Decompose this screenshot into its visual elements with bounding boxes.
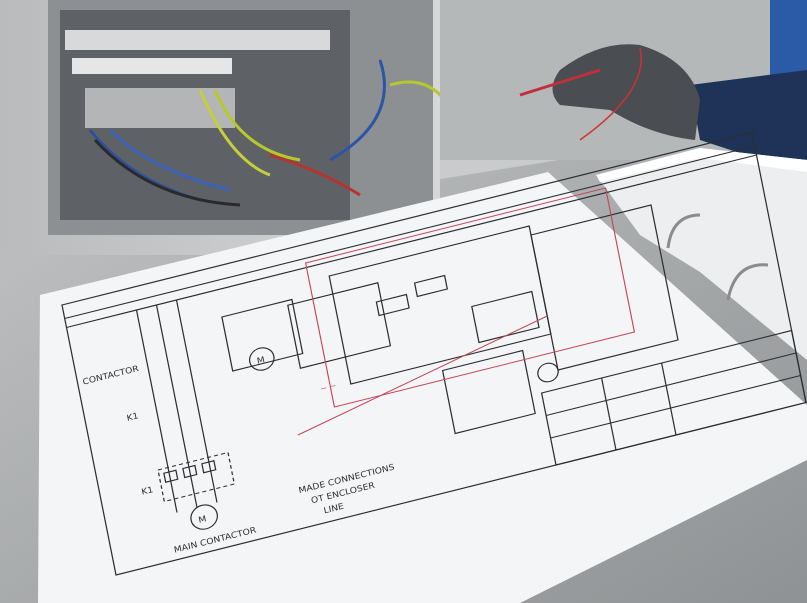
motor-symbol	[190, 504, 218, 530]
red-annotation: ~ ~	[320, 381, 338, 393]
binder	[596, 148, 807, 360]
wires	[88, 59, 462, 207]
binder-ring	[726, 263, 769, 301]
binder-ring	[666, 213, 701, 249]
sleeve	[690, 70, 807, 175]
gloved-hand	[552, 44, 700, 140]
motor-symbol-small	[248, 347, 275, 371]
k1-tag: K1	[126, 412, 139, 424]
motor-label: M	[198, 515, 208, 526]
k1-tag: K1	[141, 485, 154, 497]
test-probe	[519, 68, 601, 97]
electrical-cabinet	[0, 0, 807, 255]
probe-lead	[579, 47, 642, 141]
schematic-sheet	[38, 172, 807, 603]
motor-label-small: M	[256, 355, 266, 366]
